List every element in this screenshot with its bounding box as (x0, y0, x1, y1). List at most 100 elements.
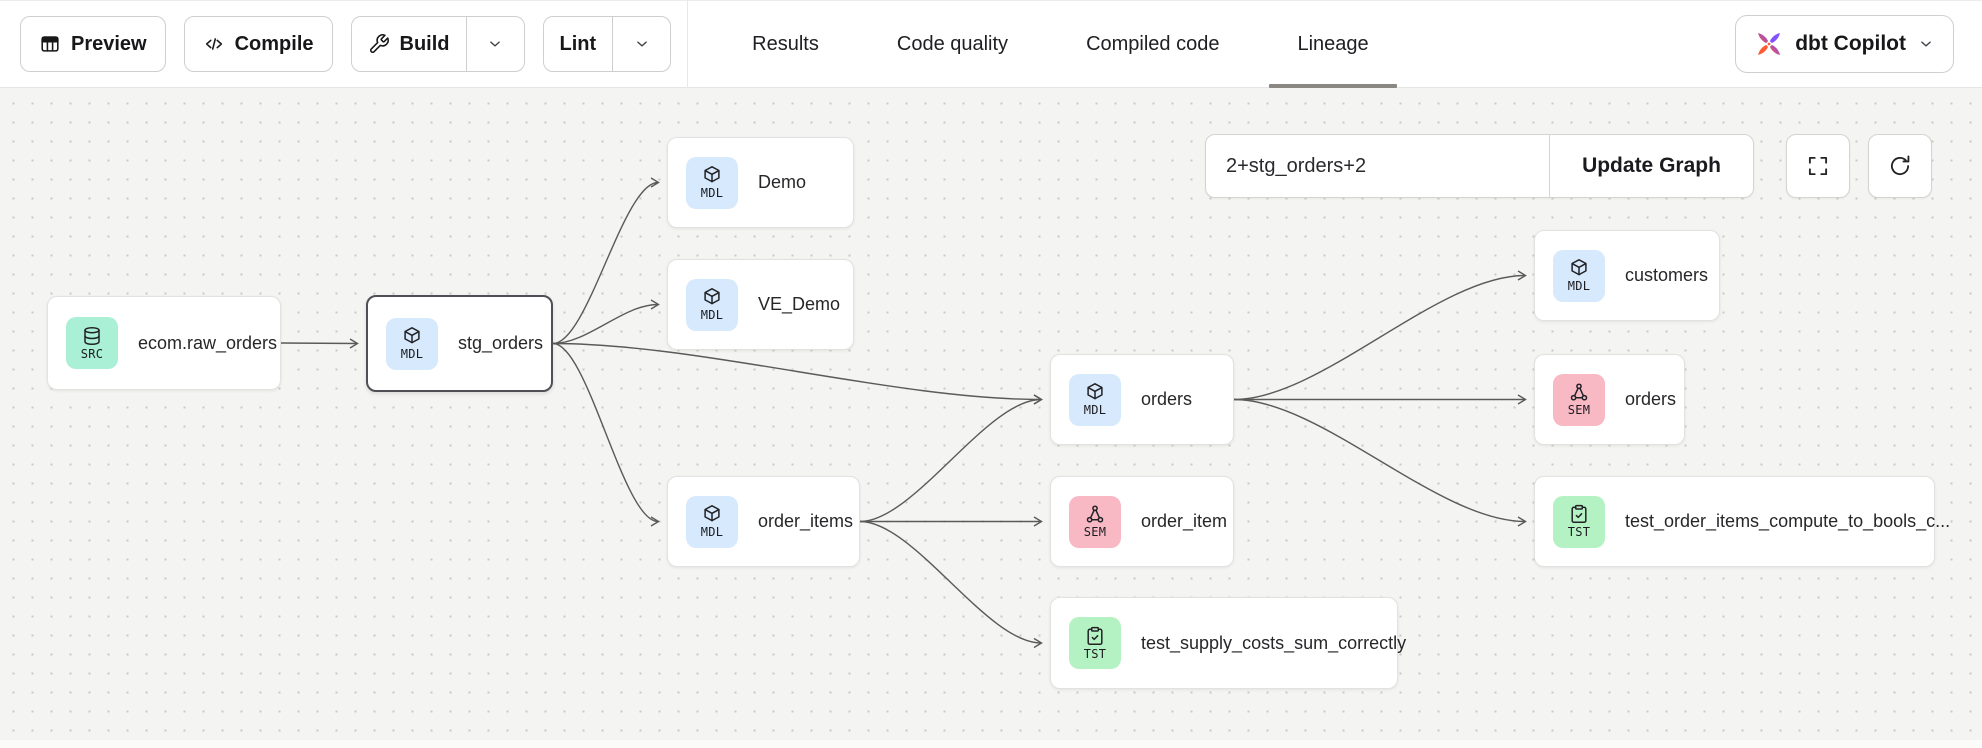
preview-button[interactable]: Preview (20, 16, 166, 72)
preview-button-label: Preview (71, 32, 147, 55)
badge-label: MDL (700, 186, 724, 200)
tst-type-badge: TST (1553, 495, 1605, 548)
fullscreen-button[interactable] (1786, 134, 1850, 198)
graph-node-order_item_sem[interactable]: SEM order_item (1050, 476, 1234, 567)
tab-lineage[interactable]: Lineage (1269, 0, 1397, 88)
code-icon (205, 38, 222, 50)
table-icon (41, 36, 59, 52)
toolbar: Preview Compile Build (0, 0, 1982, 88)
lint-button[interactable]: Lint (544, 17, 613, 71)
lint-dropdown-button[interactable] (612, 17, 670, 71)
build-dropdown-button[interactable] (465, 17, 524, 71)
graph-node-stg_orders[interactable]: MDL stg_orders (366, 295, 553, 392)
graph-node-test_supply[interactable]: TST test_supply_costs_sum_correctly (1050, 597, 1406, 689)
model-cube-icon (1087, 383, 1103, 400)
badge-label: TST (1083, 646, 1107, 661)
build-button-label: Build (399, 32, 450, 55)
badge-label: SEM (1567, 403, 1591, 417)
selector-input[interactable] (1206, 135, 1549, 197)
src-type-badge: SRC (66, 317, 118, 369)
model-cube-icon (1571, 259, 1587, 276)
update-graph-button[interactable]: Update Graph (1549, 135, 1753, 197)
graph-node-demo[interactable]: MDL Demo (667, 137, 854, 228)
source-database-icon (84, 326, 100, 345)
graph-node-customers[interactable]: MDL customers (1534, 230, 1720, 321)
edge-order_items-to-test_supply (859, 520, 1043, 649)
sem-type-badge: SEM (1553, 373, 1605, 426)
model-cube-icon (404, 327, 420, 344)
tst-type-badge: TST (1069, 617, 1121, 669)
build-button[interactable]: Build (352, 17, 466, 71)
edge-layer (280, 177, 1527, 649)
dbt-copilot-logo-icon (1758, 33, 1781, 55)
action-button-row: Preview Compile Build (20, 16, 672, 72)
graph-node-order_items[interactable]: MDL order_items (667, 476, 860, 567)
mdl-type-badge: MDL (386, 317, 438, 370)
node-label: orders (1625, 389, 1677, 409)
edge-stg_orders-to-demo (552, 177, 660, 345)
tab-compiled-code[interactable]: Compiled code (1058, 0, 1247, 88)
compile-button[interactable]: Compile (183, 16, 333, 72)
toolbar-divider (687, 0, 689, 88)
mdl-type-badge: MDL (686, 278, 738, 331)
refresh-icon (1890, 155, 1910, 175)
chevron-down-icon (636, 41, 647, 47)
graph-node-ecom_raw_orders[interactable]: SRC ecom.raw_orders (47, 296, 281, 390)
mdl-type-badge: MDL (1553, 249, 1605, 302)
badge-label: MDL (1567, 279, 1591, 293)
graph-node-orders_mdl[interactable]: MDL orders (1050, 354, 1234, 445)
edge-stg_orders-to-orders_mdl (552, 342, 1043, 405)
semantic-network-icon (1086, 505, 1104, 523)
node-label: ecom.raw_orders (138, 332, 278, 353)
chevron-down-icon (1921, 41, 1931, 47)
badge-label: SEM (1083, 525, 1107, 539)
badge-label: TST (1567, 525, 1591, 539)
dbt-copilot-label: dbt Copilot (1795, 32, 1906, 55)
edge-orders_mdl-to-customers (1233, 270, 1527, 401)
lint-split-button: Lint (542, 16, 672, 72)
test-clipboard-icon (1087, 626, 1103, 645)
result-tabs: Results Code quality Compiled code Linea… (724, 0, 1397, 88)
graph-node-test_order_items[interactable]: TST test_order_items_compute_to_bools_c..… (1534, 476, 1950, 567)
node-label: orders (1141, 389, 1193, 409)
edge-ecom_raw_orders-to-stg_orders (280, 338, 359, 349)
chevron-down-icon (490, 41, 500, 47)
badge-label: MDL (700, 525, 724, 539)
sem-type-badge: SEM (1069, 495, 1121, 548)
model-cube-icon (704, 505, 720, 522)
graph-node-ve_demo[interactable]: MDL VE_Demo (667, 259, 854, 350)
badge-label: MDL (400, 347, 424, 361)
mdl-type-badge: MDL (686, 495, 738, 548)
compile-button-label: Compile (234, 32, 314, 55)
node-label: stg_orders (458, 333, 544, 353)
node-label: test_order_items_compute_to_bools_c... (1625, 511, 1951, 531)
tab-results[interactable]: Results (724, 0, 847, 88)
mdl-type-badge: MDL (1069, 373, 1121, 426)
badge-label: MDL (700, 308, 724, 322)
fullscreen-icon (1808, 156, 1828, 176)
build-split-button: Build (350, 16, 525, 72)
model-cube-icon (704, 166, 720, 183)
semantic-network-icon (1570, 383, 1588, 401)
node-label: customers (1625, 265, 1709, 285)
graph-node-orders_sem[interactable]: SEM orders (1534, 354, 1685, 445)
edge-orders_mdl-to-test_order_items (1233, 398, 1527, 527)
node-label: Demo (758, 172, 807, 192)
node-label: order_items (758, 511, 854, 531)
wrench-icon (369, 34, 389, 53)
mdl-type-badge: MDL (686, 156, 738, 209)
refresh-button[interactable] (1868, 134, 1932, 198)
lint-button-label: Lint (559, 32, 597, 55)
lineage-selector-bar: Update Graph (1205, 134, 1754, 198)
test-clipboard-icon (1571, 504, 1587, 524)
node-label: VE_Demo (758, 294, 841, 314)
badge-label: MDL (1083, 403, 1107, 417)
dbt-copilot-button[interactable]: dbt Copilot (1735, 15, 1954, 73)
tab-code-quality[interactable]: Code quality (869, 0, 1036, 88)
edge-order_items-to-orders_mdl (859, 394, 1043, 523)
node-label: test_supply_costs_sum_correctly (1141, 632, 1407, 653)
edge-stg_orders-to-ve_demo (552, 299, 660, 345)
node-label: order_item (1141, 511, 1228, 531)
